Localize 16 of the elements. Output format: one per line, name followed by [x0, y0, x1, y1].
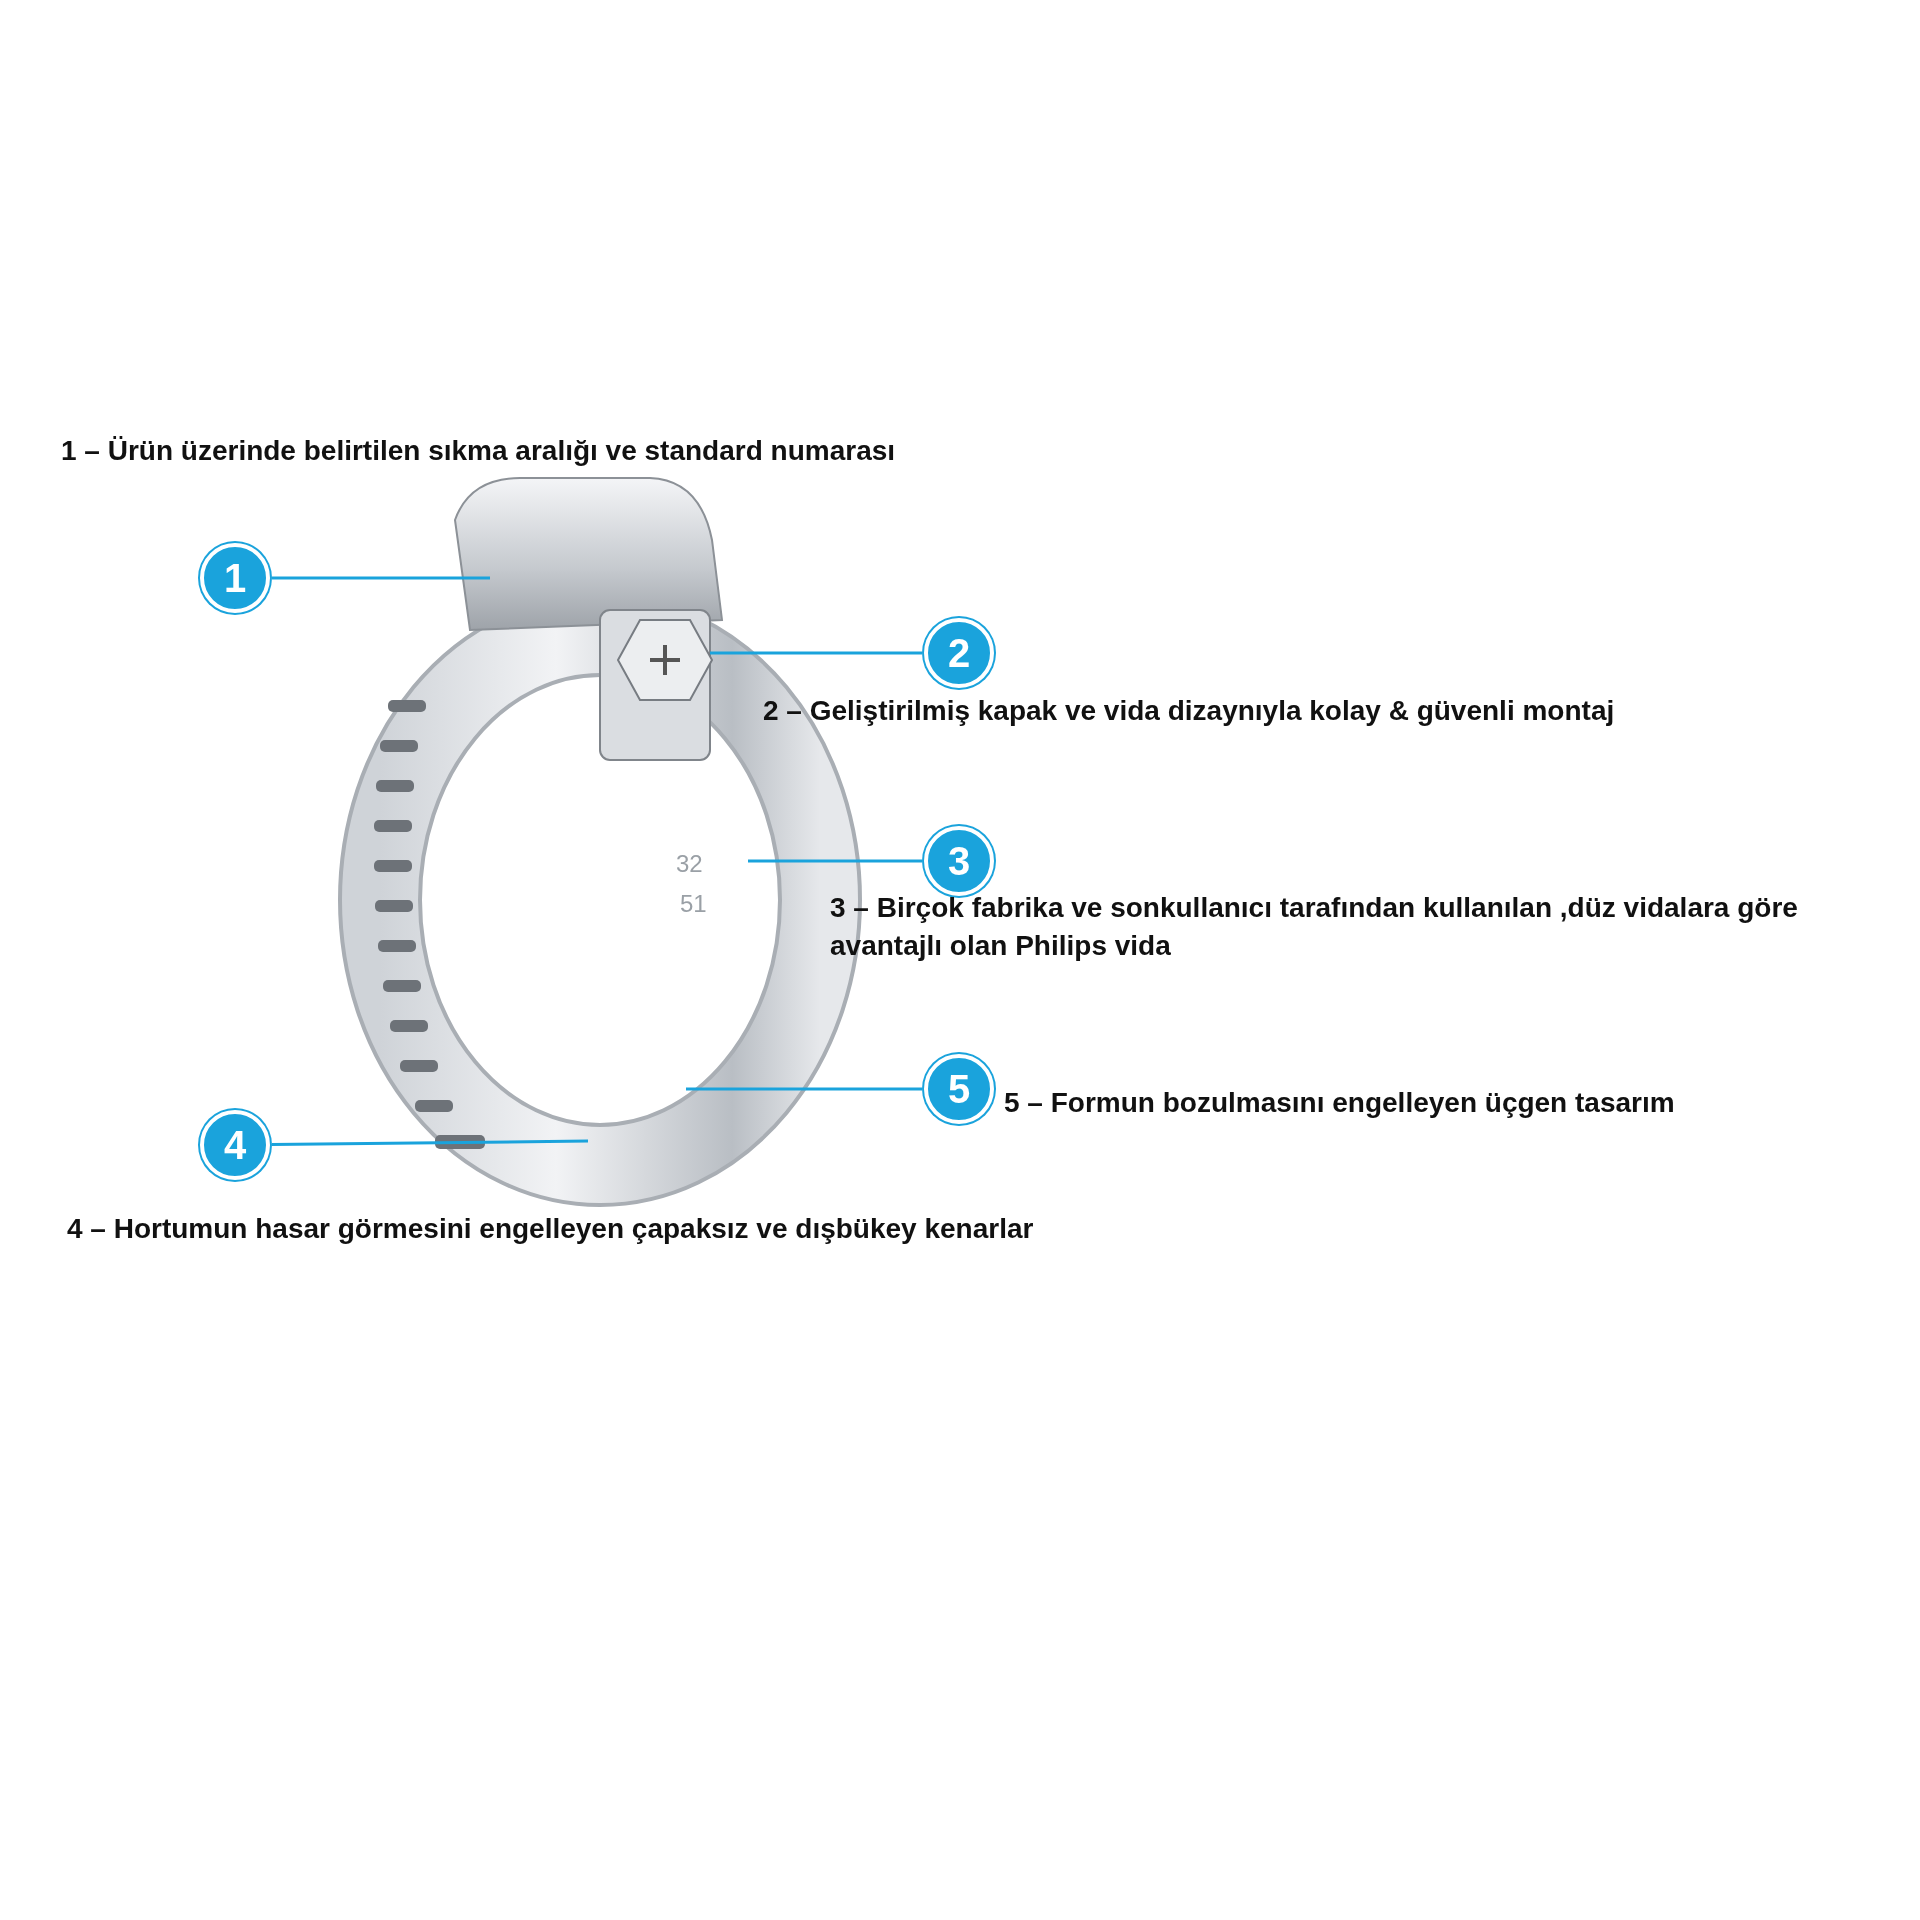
callout-text: 4 – Hortumun hasar görmesini engelleyen çapaksız ve dışbükey kenarlar [67, 1212, 1034, 1246]
size-marking: 32 [676, 850, 703, 878]
callout-number: 4 [200, 1110, 270, 1180]
leader-line [272, 1139, 588, 1147]
leader-line [748, 859, 922, 863]
callout-number: 2 [924, 618, 994, 688]
callout-text: 5 – Formun bozulmasını engelleyen üçgen tasarım [1004, 1086, 1675, 1120]
callout-number: 1 [200, 543, 270, 613]
callout-text: 1 – Ürün üzerinde belirtilen sıkma aralığı ve standard numarası [61, 434, 896, 468]
leader-line [272, 576, 490, 580]
callout-number: 3 [924, 826, 994, 896]
size-marking: 51 [680, 890, 707, 918]
callout-text: 2 – Geliştirilmiş kapak ve vida dizaynıyla kolay & güvenli montaj [763, 694, 1615, 728]
leader-line [686, 1087, 922, 1091]
callout-number: 5 [924, 1054, 994, 1124]
leader-line [710, 651, 922, 655]
